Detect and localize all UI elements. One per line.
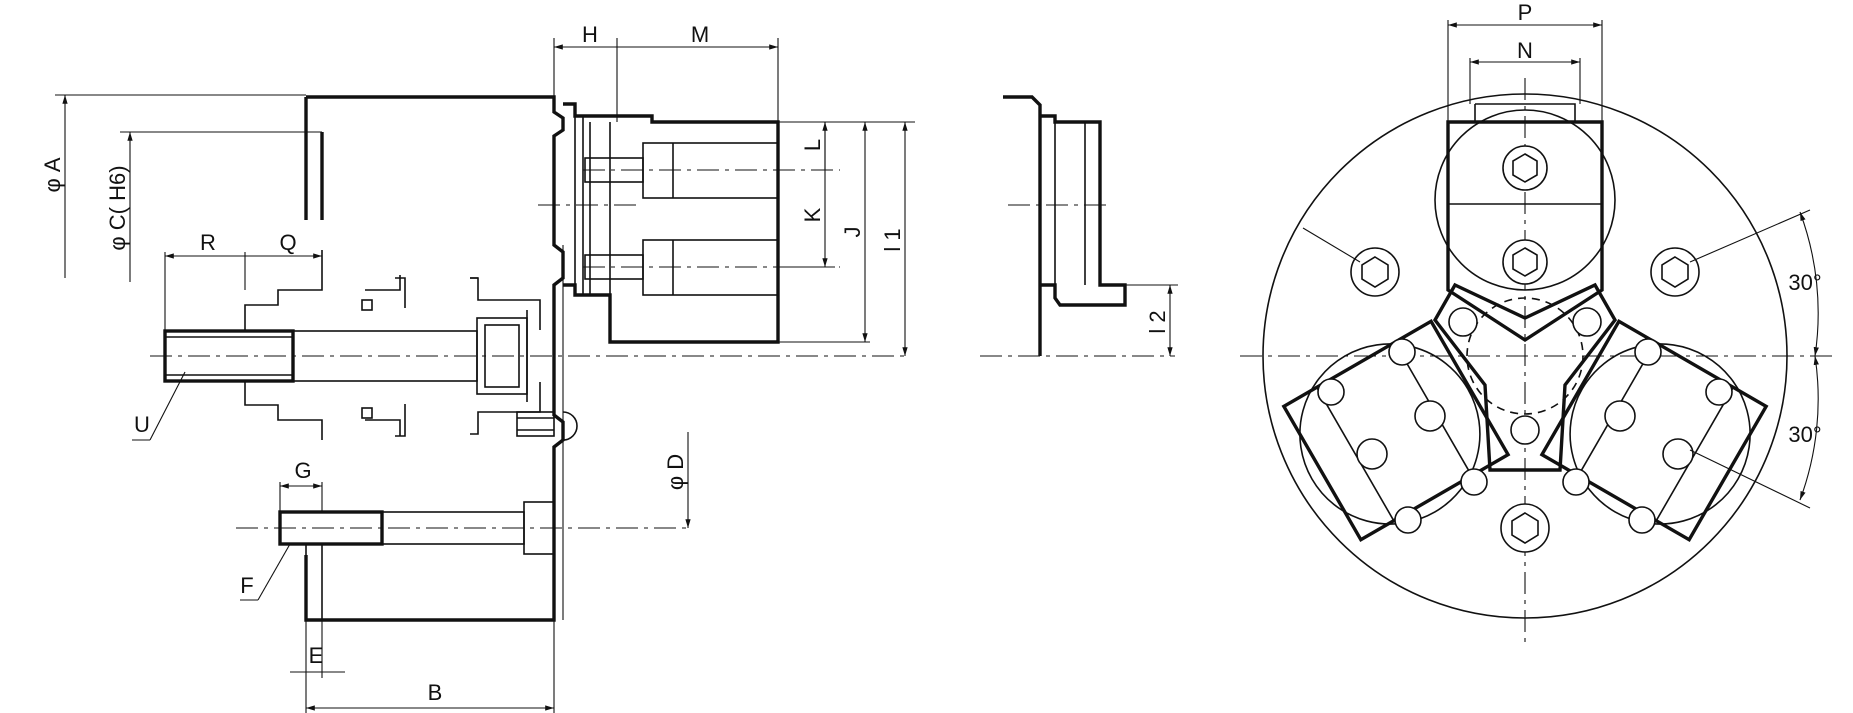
hex-bolt-icon [1502, 145, 1548, 191]
jaw-bolt-icon [1414, 400, 1446, 432]
jaw-profile-view: l 2 [980, 95, 1178, 357]
label-b: B [428, 680, 443, 705]
side-view: φ A φ C( H6) R Q U G F E B φ D H M L K J… [40, 22, 915, 713]
screw-icon [1705, 378, 1733, 406]
label-angle-lower: 30° [1788, 422, 1821, 447]
label-p: P [1518, 0, 1533, 25]
hex-socket-icon [1361, 256, 1389, 288]
label-f: F [240, 573, 253, 598]
screw-icon [1317, 378, 1345, 406]
label-m: M [691, 22, 709, 47]
screw-icon [1394, 506, 1422, 534]
hex-socket-icon [1512, 247, 1538, 277]
jaw-bolt-icon [1604, 400, 1636, 432]
label-angle-upper: 30° [1788, 270, 1821, 295]
screw-icon [1388, 338, 1416, 366]
guide-left-upper [1302, 227, 1361, 263]
mount-bolt-head [523, 501, 555, 555]
hex-socket-icon [1512, 153, 1538, 183]
draw-bolt-head-inner [484, 324, 520, 388]
jaw-right-line-a [1655, 386, 1734, 522]
guide-right-upper [1689, 209, 1811, 263]
hex-bolt-icon [1650, 247, 1700, 297]
label-n: N [1517, 38, 1533, 63]
screw-icon [1628, 506, 1656, 534]
guide-right-lower [1689, 449, 1811, 509]
jaw-top-base [1434, 109, 1616, 291]
bolt-group [1317, 145, 1733, 553]
label-h: H [582, 22, 598, 47]
jaw-left-base [1299, 343, 1481, 525]
chuck-face-circle [1262, 93, 1788, 619]
jaw-bolt-icon [1662, 438, 1694, 470]
jaw-left-body [1281, 318, 1511, 543]
label-l: L [800, 139, 825, 151]
top-jaw-outline [563, 102, 780, 344]
small-key-lower [361, 407, 373, 419]
hex-socket-icon [1661, 256, 1689, 288]
jaw-top [1434, 103, 1616, 343]
label-phi-d: φ D [663, 454, 688, 490]
label-phi-c: φ C( H6) [105, 165, 130, 250]
screw-icon [1634, 338, 1662, 366]
jaw-left-line-a [1316, 386, 1395, 522]
label-j: J [840, 227, 865, 238]
jaw-bolt-icon [1356, 438, 1388, 470]
center-plate [1432, 282, 1618, 472]
label-u: U [134, 412, 150, 437]
screw-icon [1460, 468, 1488, 496]
label-k: K [800, 207, 825, 222]
label-phi-a: φ A [40, 157, 65, 192]
screw-icon [1448, 307, 1478, 337]
label-q: Q [279, 230, 296, 255]
jaw-right-base [1569, 343, 1751, 525]
label-l1: l 1 [880, 228, 905, 251]
angle-arc-upper [1799, 211, 1819, 357]
screw-icon [1572, 307, 1602, 337]
hex-socket-icon [1511, 512, 1539, 544]
label-g: G [294, 458, 311, 483]
label-l2: l 2 [1145, 310, 1170, 333]
hex-bolt-icon [1500, 503, 1550, 553]
rim-screw [516, 411, 555, 437]
jaw-top-body [1446, 120, 1604, 343]
leader-u [149, 371, 186, 441]
front-view: P N 30° 30° [1240, 0, 1835, 645]
inner-pocket-upper [365, 275, 541, 330]
small-key-upper [361, 299, 373, 311]
label-r: R [200, 230, 216, 255]
jaw-clip-lower [395, 404, 406, 437]
rim-screw-arc [562, 411, 578, 441]
profile-jaw [1040, 114, 1127, 307]
label-e: E [309, 643, 324, 668]
screw-icon [1562, 468, 1590, 496]
screw-icon [1510, 415, 1540, 445]
jaw-clip-upper [395, 277, 478, 308]
hex-bolt-icon [1502, 239, 1548, 285]
jaw-top-cap [1474, 103, 1576, 122]
bore-step-upper [244, 250, 323, 330]
jaw-right-body [1539, 318, 1769, 543]
angle-arc-lower [1799, 355, 1819, 501]
hex-bolt-icon [1350, 247, 1400, 297]
bore-step-lower [244, 382, 323, 440]
bore-circle [1466, 297, 1584, 415]
leader-f [257, 543, 291, 601]
profile-body [1003, 95, 1042, 356]
inner-pocket-lower [365, 382, 541, 436]
